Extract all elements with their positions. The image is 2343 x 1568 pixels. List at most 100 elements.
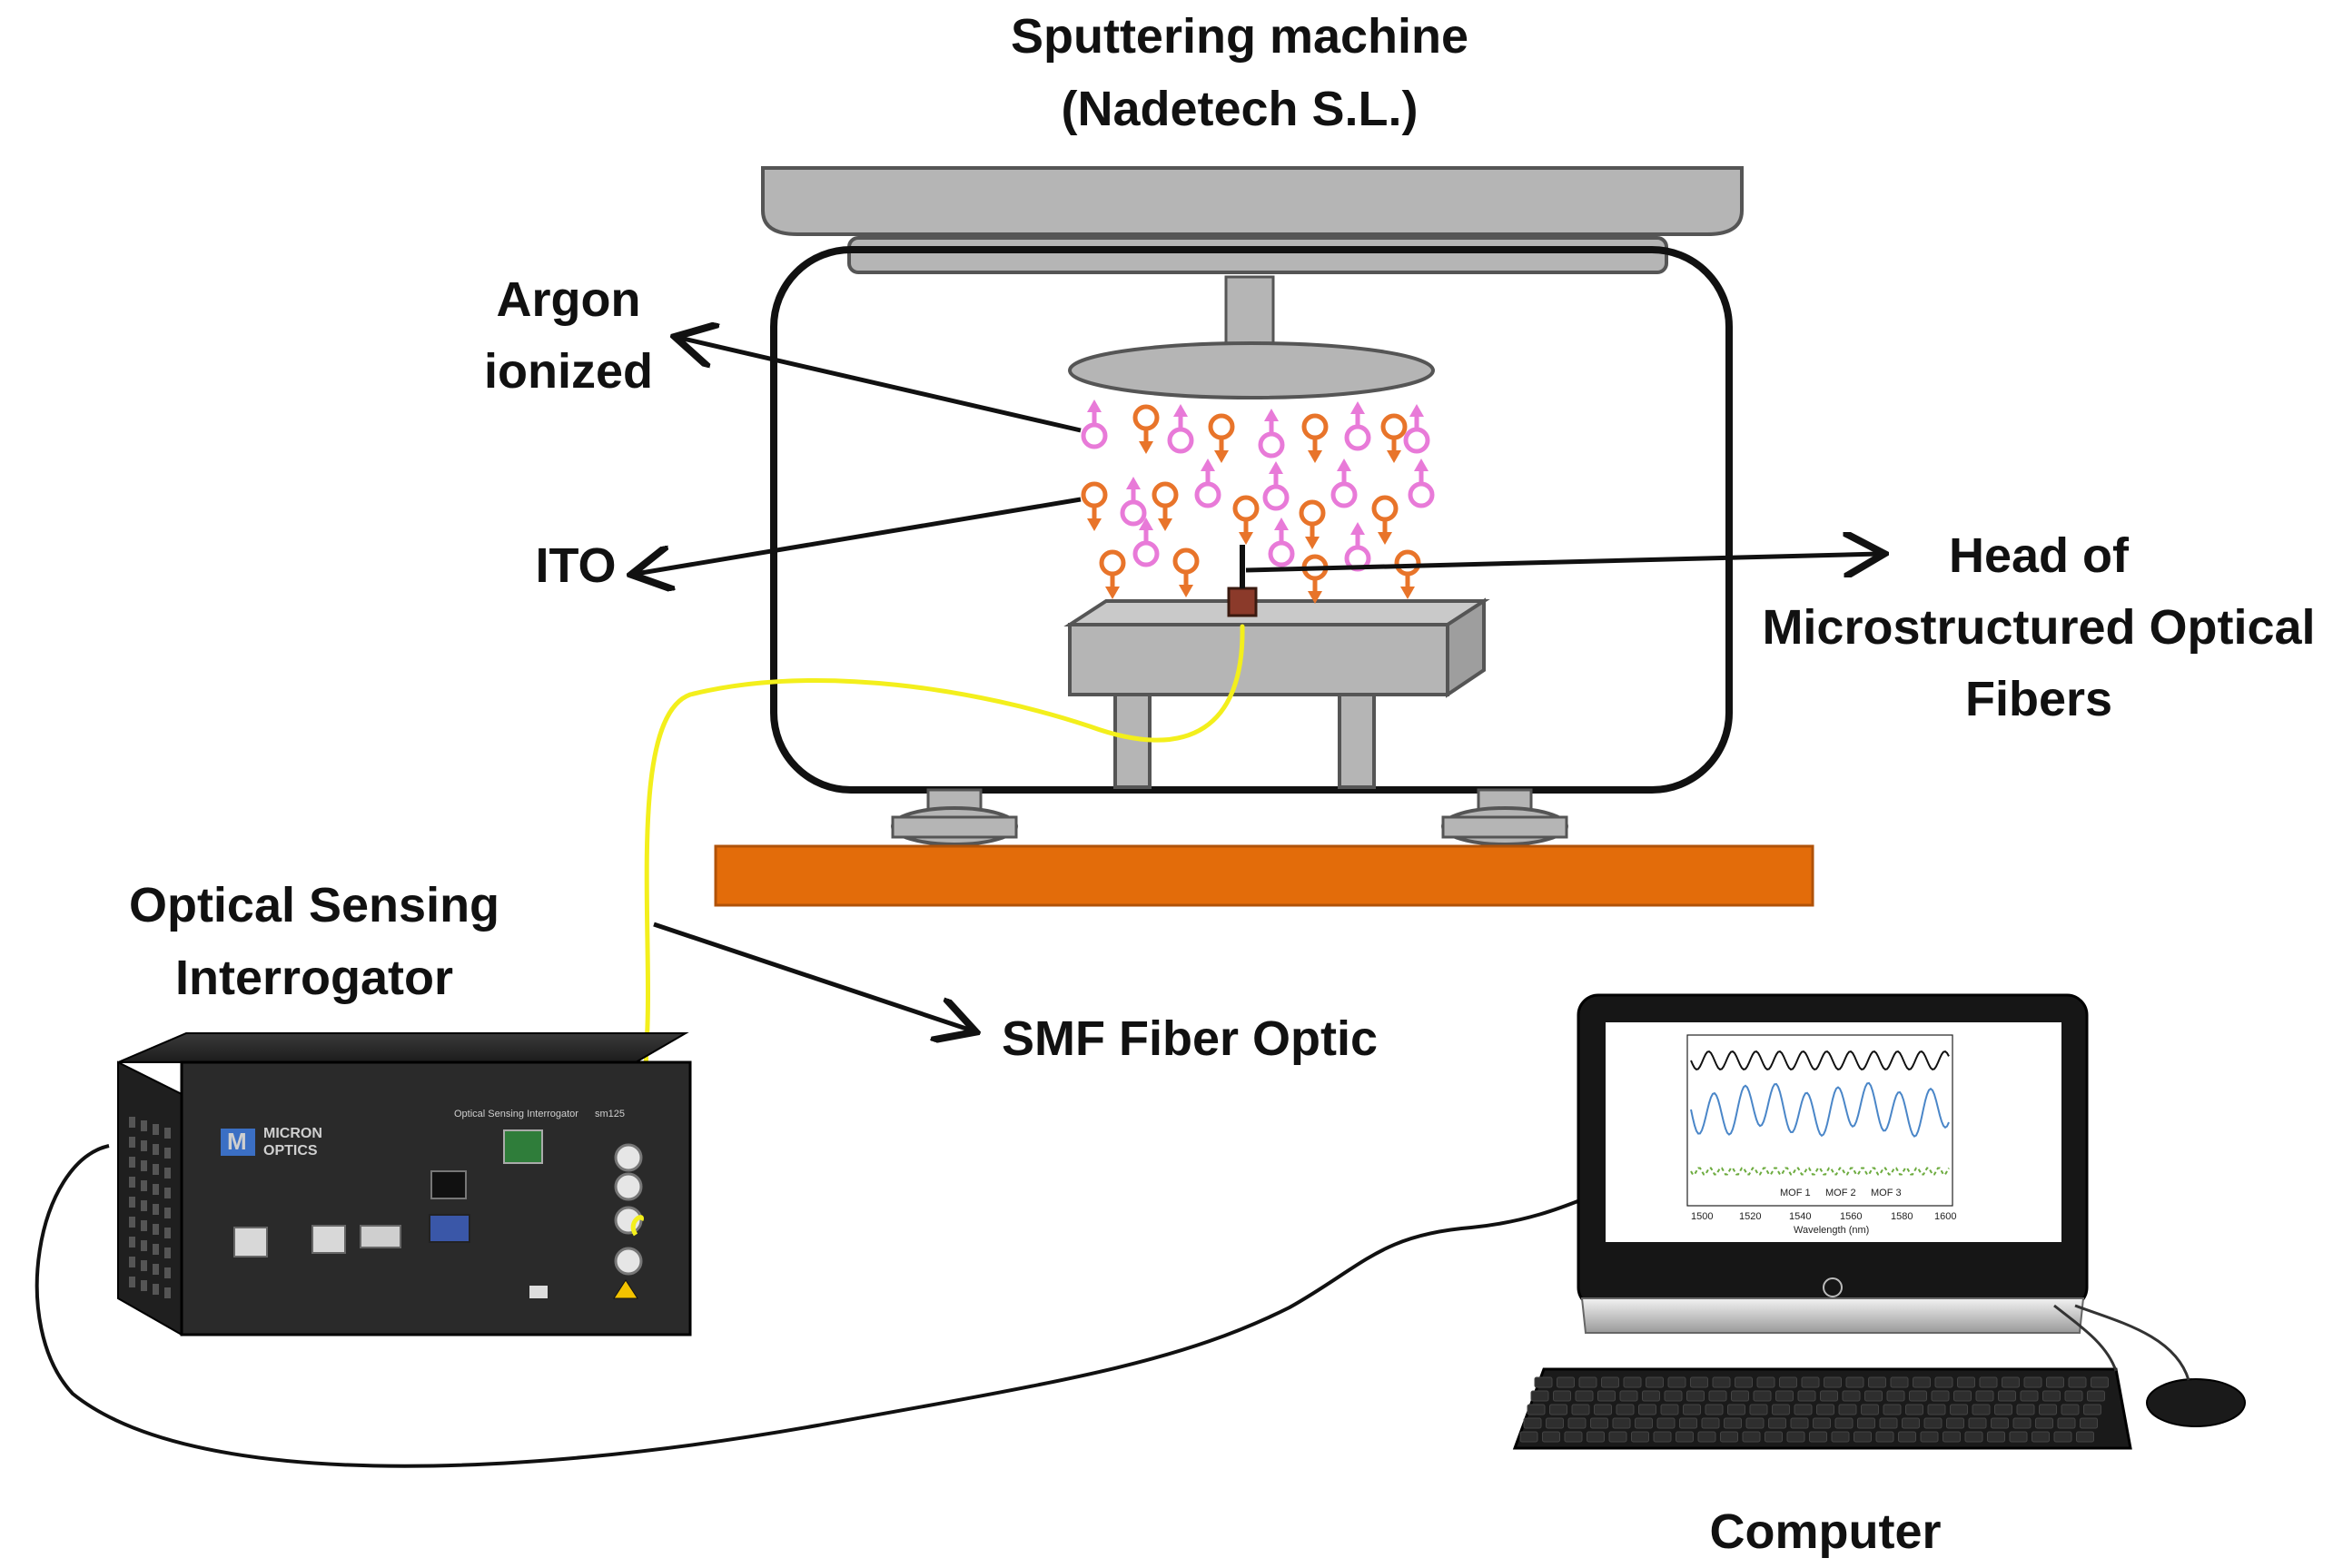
keyboard-key: [1842, 1390, 1861, 1402]
interrogator-device: M MICRON OPTICS Optical Sensing Interrog…: [117, 1032, 692, 1336]
keyboard-key: [1549, 1404, 1567, 1415]
keyboard-key: [1590, 1417, 1608, 1429]
keyboard-key: [1794, 1404, 1813, 1415]
keyboard-key: [1542, 1431, 1560, 1443]
target-shaft: [1224, 275, 1275, 351]
computer-label: Computer: [1710, 1504, 1942, 1559]
keyboard-key: [1838, 1404, 1857, 1415]
keyboard-key: [1683, 1404, 1701, 1415]
keyboard-key: [1868, 1376, 1886, 1388]
keyboard-key: [1775, 1390, 1794, 1402]
keyboard-key: [1861, 1404, 1879, 1415]
keyboard-key: [1756, 1376, 1775, 1388]
device-brand-line1: MICRON: [263, 1126, 322, 1141]
argon-ion-particle: [1194, 459, 1221, 508]
head-label-line2: Microstructured Optical: [1762, 600, 2315, 655]
head-label-line3: Fibers: [1965, 672, 2112, 726]
keyboard-key: [1519, 1431, 1538, 1443]
mouse-cable: [2074, 1304, 2190, 1381]
keyboard-key: [1779, 1376, 1797, 1388]
vent-slot: [129, 1177, 135, 1188]
argon-ion-particle: [1408, 459, 1435, 508]
vent-slot: [164, 1287, 171, 1298]
keyboard-key: [2002, 1376, 2020, 1388]
ito-particle: [1394, 549, 1421, 599]
head-label-line1: Head of: [1949, 528, 2130, 583]
keyboard-key: [1824, 1376, 1842, 1388]
keyboard-key: [1642, 1390, 1660, 1402]
keyboard-key: [1923, 1417, 1943, 1429]
keyboard-key: [2032, 1431, 2050, 1443]
keyboard-key: [1623, 1376, 1642, 1388]
table-top: [1068, 623, 1449, 696]
vent-slot: [129, 1237, 135, 1247]
keyboard-key: [1834, 1417, 1854, 1429]
screen-legend-2: MOF 2: [1825, 1188, 1856, 1198]
keyboard-key: [1991, 1417, 2009, 1429]
keyboard-key: [1890, 1376, 1909, 1388]
keyboard-key: [2039, 1404, 2057, 1415]
ito-label: ITO: [535, 538, 616, 593]
keyboard-key: [2020, 1390, 2039, 1402]
keyboard-key: [1975, 1390, 1994, 1402]
keyboard-key: [1646, 1376, 1664, 1388]
ito-particle: [1299, 499, 1326, 549]
ito-arrow: [636, 497, 1082, 574]
ethernet-port: [311, 1225, 346, 1254]
vent-slot: [129, 1197, 135, 1208]
vent-slot: [153, 1264, 159, 1275]
keyboard-key: [1816, 1404, 1834, 1415]
argon-ion-particle: [1344, 401, 1371, 451]
keyboard-key: [1854, 1431, 1872, 1443]
keyboard-key: [2046, 1376, 2064, 1388]
vent-slot: [129, 1117, 135, 1128]
sputtering-title-line2: (Nadetech S.L.): [1061, 82, 1418, 136]
vent-slot: [164, 1148, 171, 1159]
keyboard-key: [1530, 1390, 1549, 1402]
keyboard-key: [1690, 1376, 1708, 1388]
serial-port: [360, 1225, 401, 1248]
vent-slot: [129, 1277, 135, 1287]
screen-xlabel: Wavelength (nm): [1794, 1225, 1869, 1236]
keyboard-key: [1994, 1404, 2012, 1415]
keyboard-key: [1753, 1390, 1772, 1402]
terminal-block: [503, 1129, 543, 1164]
keyboard-key: [1797, 1390, 1816, 1402]
computer: MOF 1 MOF 2 MOF 3 1500 1520 1540 1560 15…: [1512, 993, 2246, 1450]
ito-particle: [1172, 547, 1200, 597]
keyboard-key: [1527, 1404, 1546, 1415]
keyboard-key: [1772, 1404, 1790, 1415]
screen-xtick-2: 1520: [1739, 1211, 1761, 1222]
smf-arrow: [653, 922, 972, 1031]
keyboard-key: [1879, 1417, 1898, 1429]
keyboard-key: [2083, 1404, 2101, 1415]
keyboard-key: [1567, 1417, 1587, 1429]
device-logo-letter: M: [227, 1128, 247, 1155]
keyboard-key: [1957, 1376, 1975, 1388]
argon-arrow: [679, 338, 1082, 433]
keyboard-key: [1845, 1376, 1864, 1388]
keyboard-key: [2057, 1417, 2076, 1429]
vent-slot: [153, 1284, 159, 1295]
argon-ion-particle: [1262, 461, 1290, 511]
keyboard-key: [1601, 1376, 1619, 1388]
keyboard-key: [1608, 1431, 1627, 1443]
vent-slot: [153, 1124, 159, 1135]
vacuum-chamber: [770, 246, 1733, 794]
vent-slot: [153, 1164, 159, 1175]
keyboard-key: [1968, 1417, 1987, 1429]
interrogator-label-line1: Optical Sensing: [129, 878, 499, 932]
keyboard-key: [1571, 1404, 1590, 1415]
interrogator-label-line2: Interrogator: [175, 951, 453, 1005]
argon-ion-particle: [1403, 404, 1430, 454]
foot-right: [1441, 788, 1568, 846]
keyboard-key: [1927, 1404, 1946, 1415]
screen-series-top: [1690, 1050, 1950, 1070]
device-panel-title: Optical Sensing Interrogator: [454, 1109, 578, 1119]
keyboard-key: [1765, 1431, 1783, 1443]
plasma-particles: [1081, 399, 1435, 604]
keyboard-key: [1708, 1390, 1727, 1402]
vent-slot: [164, 1267, 171, 1278]
optical-port-4: [614, 1247, 643, 1276]
screen-plot: MOF 1 MOF 2 MOF 3 1500 1520 1540 1560 15…: [1686, 1034, 1956, 1236]
